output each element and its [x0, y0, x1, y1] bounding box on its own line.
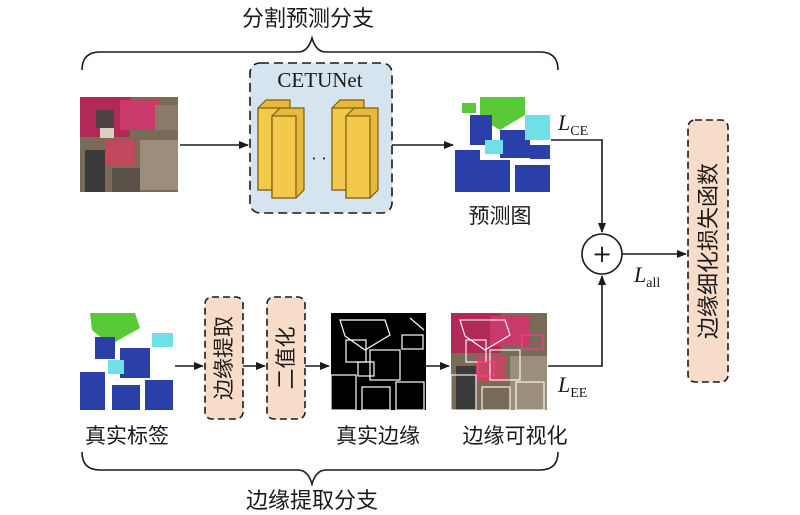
- ground-truth-edge-caption: 真实边缘: [336, 424, 420, 448]
- ground-truth-edge-image: [330, 313, 426, 411]
- arrow-edgevis-to-sum: [548, 275, 606, 367]
- binarization-label: 二值化: [274, 327, 298, 390]
- final-loss-box: [687, 119, 729, 383]
- loss-ce-label: LCE: [557, 110, 588, 139]
- binarization-box: [266, 296, 306, 420]
- edge-extraction-box: [204, 296, 244, 420]
- loss-all-label: Lall: [633, 262, 660, 291]
- sum-symbol: +: [592, 240, 612, 268]
- arrow-pred-to-sum: [551, 139, 606, 233]
- ground-truth-label-caption: 真实标签: [85, 424, 169, 448]
- edge-visualization-caption: 边缘可视化: [463, 424, 568, 448]
- bottom-branch-title: 边缘提取分支: [246, 489, 378, 514]
- predicted-map-label: 预测图: [469, 204, 532, 228]
- cetunet-label: CETUNet: [277, 68, 362, 92]
- top-brace: [81, 35, 559, 71]
- encoder-layers: [257, 99, 305, 199]
- loss-ee-label: LEE: [557, 372, 587, 401]
- bottom-brace: [81, 451, 559, 487]
- final-loss-label: 边缘细化损失函数: [697, 163, 722, 339]
- edge-visualization-image: [451, 313, 547, 410]
- predicted-map-image: [455, 97, 550, 192]
- layer-ellipsis: · ·: [311, 149, 326, 168]
- decoder-layers: [331, 99, 379, 199]
- ground-truth-label-image: [80, 313, 173, 410]
- input-aerial-image: [80, 97, 178, 192]
- edge-extraction-label: 边缘提取: [212, 316, 236, 400]
- top-branch-title: 分割预测分支: [242, 7, 374, 32]
